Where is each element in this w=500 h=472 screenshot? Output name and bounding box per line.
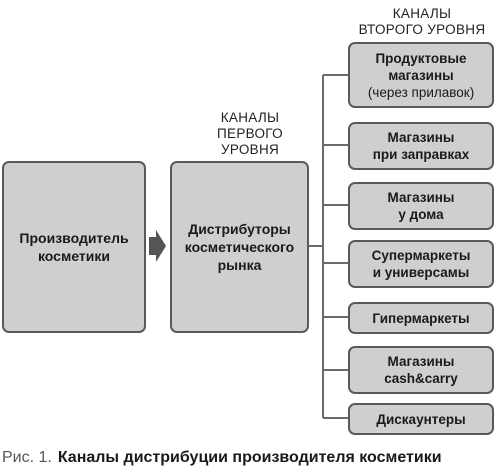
channel-label: Магазины bbox=[387, 354, 455, 369]
channel-cash-and-carry: Магазины cash&carry bbox=[348, 346, 494, 394]
channel-label: магазины bbox=[388, 67, 454, 83]
heading-level1-line: ПЕРВОГО УРОВНЯ bbox=[217, 126, 283, 157]
producer-label: косметики bbox=[37, 248, 110, 264]
distributors-label: рынка bbox=[217, 257, 262, 273]
distributors-node: Дистрибуторы косметического рынка bbox=[170, 161, 309, 333]
channel-sublabel: (через прилавок) bbox=[367, 84, 475, 100]
channel-label: и универсамы bbox=[372, 265, 470, 280]
channel-discounters: Дискаунтеры bbox=[348, 403, 494, 435]
channel-label: cash&carry bbox=[384, 371, 458, 386]
channel-hypermarkets: Гипермаркеты bbox=[348, 302, 494, 334]
producer-label: Производитель bbox=[19, 230, 129, 246]
channel-gas-station-stores: Магазины при заправках bbox=[348, 122, 494, 170]
channel-label: Магазины bbox=[387, 130, 455, 145]
caption-label: Рис. 1. bbox=[2, 449, 52, 466]
caption-title: Каналы дистрибуции производителя космети… bbox=[57, 449, 442, 466]
figure-caption: Рис. 1. Каналы дистрибуции производителя … bbox=[2, 449, 442, 467]
channel-grocery-stores: Продуктовые магазины (через прилавок) bbox=[348, 42, 494, 108]
heading-level2-line: КАНАЛЫ bbox=[392, 6, 452, 21]
heading-level2-line: ВТОРОГО УРОВНЯ bbox=[358, 22, 486, 37]
flow-arrow-icon bbox=[149, 230, 166, 262]
channel-label: Дискаунтеры bbox=[376, 411, 466, 427]
channel-label: Супермаркеты bbox=[371, 248, 471, 263]
channel-supermarkets: Супермаркеты и универсамы bbox=[348, 240, 494, 288]
heading-level1-line: КАНАЛЫ bbox=[220, 110, 280, 125]
distributors-label: Дистрибуторы bbox=[188, 221, 291, 237]
channel-neighborhood-stores: Магазины у дома bbox=[348, 182, 494, 230]
heading-level2: КАНАЛЫ ВТОРОГО УРОВНЯ bbox=[352, 6, 492, 38]
heading-level1: КАНАЛЫ ПЕРВОГО УРОВНЯ bbox=[190, 110, 310, 158]
channel-label: Магазины bbox=[387, 190, 455, 205]
channel-label: при заправках bbox=[372, 147, 470, 162]
channel-label: Продуктовые bbox=[375, 50, 467, 66]
producer-node: Производитель косметики bbox=[2, 161, 146, 333]
channel-label: у дома bbox=[398, 207, 444, 222]
distributors-label: косметического bbox=[184, 239, 295, 255]
channel-label: Гипермаркеты bbox=[372, 310, 470, 326]
